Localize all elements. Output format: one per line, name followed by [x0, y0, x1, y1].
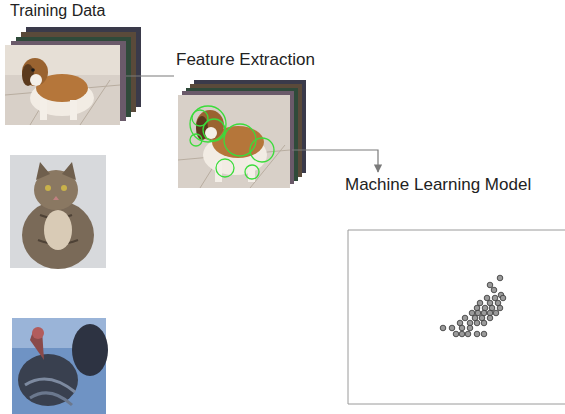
image-stack: [5, 27, 141, 125]
scatter-plot: [348, 230, 565, 404]
feature-image-stack: [178, 80, 306, 188]
feature-stack-node: Feature Extraction: [174, 50, 292, 189]
node-heading: Feature Extraction: [174, 50, 317, 70]
node-heading: Machine Learning Model: [343, 175, 533, 195]
model-label-node: Machine Learning Model: [343, 172, 538, 198]
image-stack-node: Training Data: [8, 2, 126, 126]
connector: [292, 150, 378, 172]
connector: [126, 75, 174, 76]
turkey-photo: [12, 318, 108, 414]
node-heading: Training Data: [8, 2, 107, 20]
cat-photo: [10, 155, 106, 269]
